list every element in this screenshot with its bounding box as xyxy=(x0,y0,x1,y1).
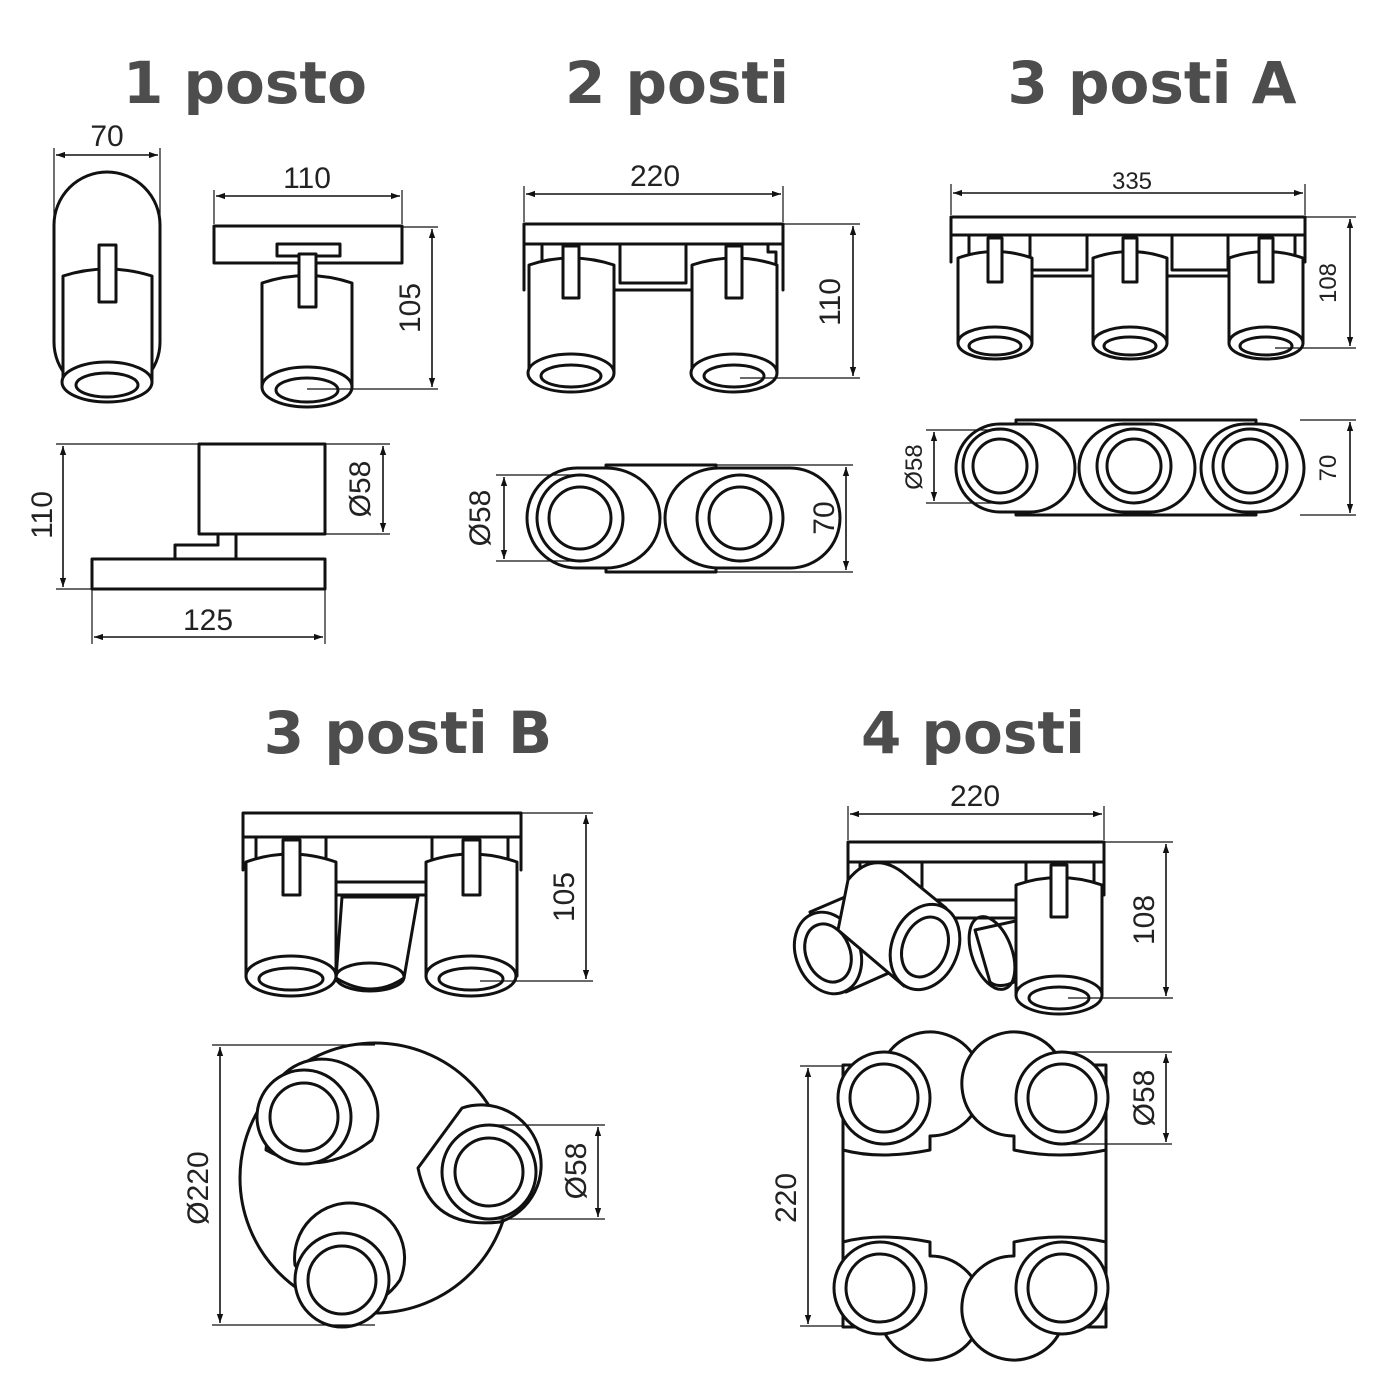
title-4-posti: 4 posti xyxy=(861,699,1085,767)
two-spot-top-view: Ø58 70 xyxy=(464,463,853,574)
section-1-posto: 70 110 105 xyxy=(26,120,438,644)
dim-2p-depth: 70 xyxy=(808,501,841,534)
spot-front-view: 70 xyxy=(52,120,162,404)
three-spot-round-front-view: 105 xyxy=(241,811,593,998)
dim-3pa-head-diameter: Ø58 xyxy=(901,444,928,489)
dim-3pa-depth: 70 xyxy=(1315,455,1342,482)
dim-base-width: 125 xyxy=(183,604,233,637)
spot-mounted-view: 110 125 Ø58 xyxy=(26,442,390,644)
dim-2p-width: 220 xyxy=(630,160,680,193)
dim-3pb-height: 105 xyxy=(548,872,581,922)
dim-top-width: 70 xyxy=(90,120,123,153)
section-3-posti-b: 105 Ø220 Ø58 xyxy=(182,811,605,1329)
four-spot-front-view: 220 108 xyxy=(792,780,1173,1016)
dim-2p-height: 110 xyxy=(814,278,847,326)
spot-side-view: 110 105 xyxy=(212,162,438,409)
dim-base-height: 110 xyxy=(26,491,59,539)
dim-side-width: 110 xyxy=(283,162,331,195)
dim-3pb-head-diameter: Ø58 xyxy=(560,1143,593,1200)
dim-4p-width: 220 xyxy=(950,780,1000,813)
dim-4p-head-diameter: Ø58 xyxy=(1128,1070,1161,1127)
dim-3pa-height: 108 xyxy=(1315,263,1342,303)
dim-3pa-width: 335 xyxy=(1112,168,1152,195)
title-3-posti-a: 3 posti A xyxy=(1007,49,1296,117)
section-2-posti: 220 110 Ø58 70 xyxy=(464,160,860,574)
dim-4p-height: 108 xyxy=(1128,895,1161,945)
dim-2p-head-diameter: Ø58 xyxy=(464,490,497,547)
section-3-posti-a: 335 108 Ø58 70 xyxy=(901,168,1356,517)
three-spot-front-view: 335 108 xyxy=(949,168,1356,361)
three-spot-top-view: Ø58 70 xyxy=(901,418,1356,517)
dim-3pb-plate-diameter: Ø220 xyxy=(182,1151,215,1224)
dim-side-height: 105 xyxy=(394,283,427,333)
title-1-posto: 1 posto xyxy=(123,49,367,117)
section-4-posti: 220 108 220 Ø58 xyxy=(770,780,1173,1362)
title-3-posti-b: 3 posti B xyxy=(264,699,552,767)
dim-head-diameter: Ø58 xyxy=(344,461,377,518)
four-spot-top-view: 220 Ø58 xyxy=(770,1030,1172,1362)
three-spot-round-top-view: Ø220 Ø58 xyxy=(182,1041,605,1329)
title-2-posti: 2 posti xyxy=(565,49,789,117)
two-spot-front-view: 220 110 xyxy=(522,160,860,394)
dim-4p-plate-size: 220 xyxy=(770,1173,803,1223)
